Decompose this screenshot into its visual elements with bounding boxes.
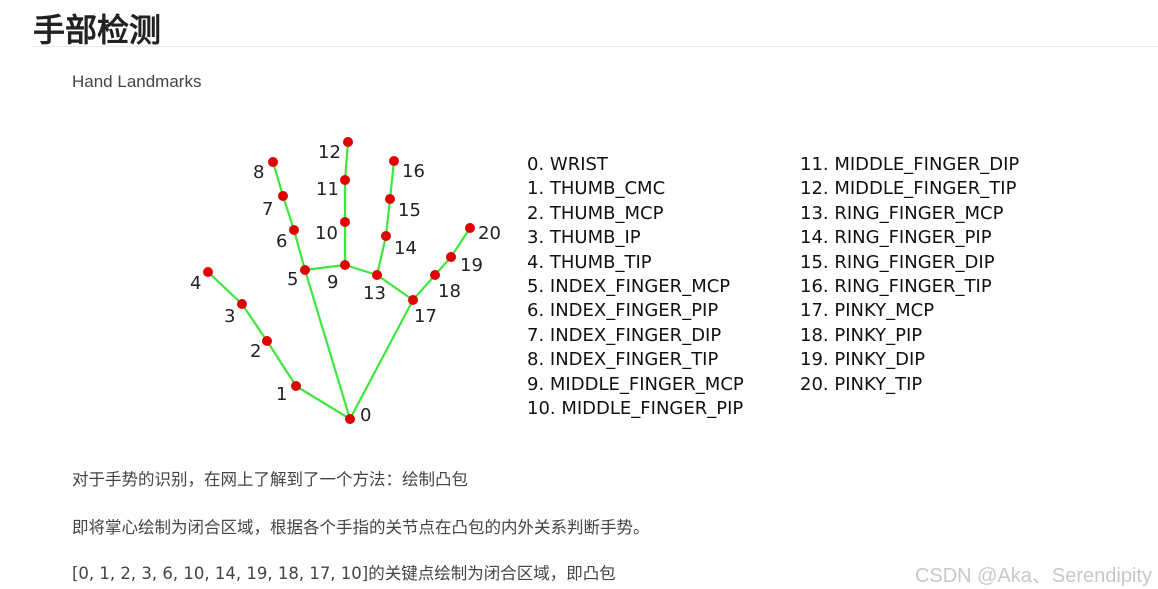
joint-point — [385, 194, 395, 204]
figure-caption: Hand Landmarks — [72, 72, 201, 92]
joint-point — [446, 252, 456, 262]
legend-entry: 2. THUMB_MCP — [527, 202, 787, 226]
joint-label: 0 — [360, 405, 371, 426]
legend-entry: 3. THUMB_IP — [527, 226, 787, 250]
legend-entry: 19. PINKY_DIP — [800, 348, 1100, 372]
paragraph-keypoint-list: [0, 1, 2, 3, 6, 10, 14, 19, 18, 17, 10]的… — [72, 560, 616, 584]
legend-entry: 5. INDEX_FINGER_MCP — [527, 275, 787, 299]
joint-label: 3 — [224, 306, 235, 327]
legend-entry: 4. THUMB_TIP — [527, 251, 787, 275]
joint-point — [203, 267, 213, 277]
bone-line — [386, 199, 390, 236]
joint-label: 1 — [276, 384, 287, 405]
joint-point — [268, 157, 278, 167]
bone-line — [350, 300, 413, 419]
joint-label: 14 — [394, 238, 417, 259]
joint-point — [300, 265, 310, 275]
bone-line — [305, 265, 345, 270]
legend-entry: 12. MIDDLE_FINGER_TIP — [800, 177, 1100, 201]
legend-entry: 11. MIDDLE_FINGER_DIP — [800, 153, 1100, 177]
joint-label: 20 — [478, 223, 501, 244]
hand-skeleton-lines — [208, 142, 470, 419]
bone-line — [345, 142, 348, 180]
csdn-watermark: CSDN @Aka、Serendipity — [915, 559, 1152, 588]
joint-point — [278, 191, 288, 201]
bone-line — [283, 196, 294, 230]
joint-label: 4 — [190, 273, 201, 294]
legend-entry: 7. INDEX_FINGER_DIP — [527, 324, 787, 348]
bone-line — [267, 341, 296, 386]
legend-entry: 15. RING_FINGER_DIP — [800, 251, 1100, 275]
joint-point — [262, 336, 272, 346]
joint-label: 16 — [402, 161, 425, 182]
paragraph-palm-region: 即将掌心绘制为闭合区域，根据各个手指的关节点在凸包的内外关系判断手势。 — [72, 514, 650, 538]
joint-label: 11 — [316, 179, 339, 200]
joint-point — [381, 231, 391, 241]
legend-entry: 9. MIDDLE_FINGER_MCP — [527, 373, 787, 397]
joint-label: 19 — [460, 255, 483, 276]
joint-label: 13 — [363, 283, 386, 304]
joint-point — [345, 414, 355, 424]
joint-label: 15 — [398, 200, 421, 221]
joint-label: 5 — [287, 269, 298, 290]
joint-point — [340, 217, 350, 227]
legend-entry: 14. RING_FINGER_PIP — [800, 226, 1100, 250]
legend-entry: 13. RING_FINGER_MCP — [800, 202, 1100, 226]
legend-entry: 20. PINKY_TIP — [800, 373, 1100, 397]
joint-point — [389, 156, 399, 166]
joint-point — [289, 225, 299, 235]
bone-line — [242, 304, 267, 341]
joint-point — [291, 381, 301, 391]
legend-entry: 10. MIDDLE_FINGER_PIP — [527, 397, 787, 421]
joint-point — [343, 137, 353, 147]
joint-point — [340, 260, 350, 270]
legend-entry: 16. RING_FINGER_TIP — [800, 275, 1100, 299]
bone-line — [390, 161, 394, 199]
bone-line — [273, 162, 283, 196]
bone-line — [208, 272, 242, 304]
joint-label: 6 — [276, 231, 287, 252]
joint-label: 8 — [253, 162, 264, 183]
joint-label: 10 — [315, 223, 338, 244]
bone-line — [345, 265, 377, 275]
legend-entry: 0. WRIST — [527, 153, 787, 177]
joint-label: 12 — [318, 142, 341, 163]
legend-entry: 18. PINKY_PIP — [800, 324, 1100, 348]
joint-label: 18 — [438, 281, 461, 302]
legend-entry: 6. INDEX_FINGER_PIP — [527, 299, 787, 323]
bone-line — [377, 236, 386, 275]
paragraph-convex-hull-intro: 对于手势的识别，在网上了解到了一个方法：绘制凸包 — [72, 466, 468, 490]
legend-entry: 8. INDEX_FINGER_TIP — [527, 348, 787, 372]
joint-label: 2 — [250, 341, 261, 362]
joint-point — [237, 299, 247, 309]
heading-divider — [33, 46, 1158, 47]
joint-label: 17 — [414, 306, 437, 327]
joint-label: 7 — [262, 199, 273, 220]
bone-line — [451, 228, 470, 257]
joint-point — [465, 223, 475, 233]
legend-entry: 17. PINKY_MCP — [800, 299, 1100, 323]
bone-line — [294, 230, 305, 270]
joint-point — [430, 270, 440, 280]
joint-point — [372, 270, 382, 280]
joint-point — [340, 175, 350, 185]
section-heading: 手部检测 — [33, 5, 161, 51]
joint-label: 9 — [327, 272, 338, 293]
legend-entry: 1. THUMB_CMC — [527, 177, 787, 201]
joint-point — [408, 295, 418, 305]
